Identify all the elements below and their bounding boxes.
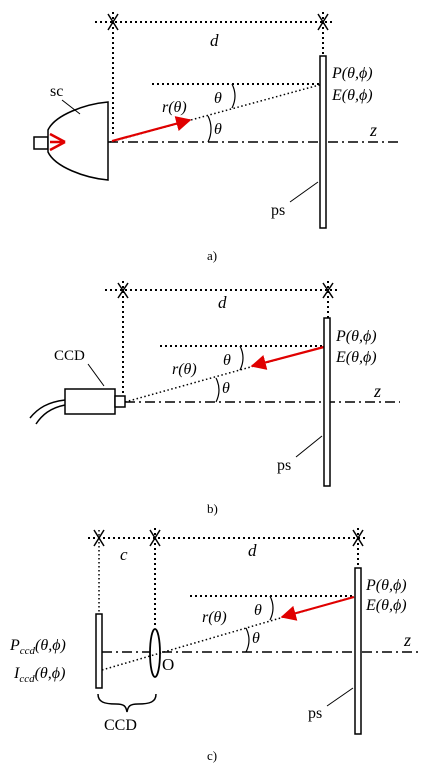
angle-label-bottom: θ [222, 380, 230, 397]
screen-label-ps: ps [277, 457, 291, 474]
cross-mark-left [93, 529, 105, 547]
lens-label-o: O [162, 655, 174, 674]
axis-label-z: z [403, 630, 411, 650]
ray-line [124, 345, 327, 403]
source-label-sc: sc [50, 83, 63, 100]
screen-ps [323, 317, 331, 487]
cross-mark-left [107, 13, 119, 31]
caption-c: c) [207, 748, 217, 763]
field-label: E(θ,ϕ) [331, 87, 373, 104]
ccd-camera-lens [114, 395, 126, 408]
cross-mark-right [322, 282, 334, 299]
panel-b: d z CCD r(θ) θ θ P(θ,ϕ) E(θ,ϕ) ps b) [29, 281, 400, 516]
cross-mark-right [352, 529, 364, 547]
source-lamp [47, 101, 109, 181]
ccd-brace [97, 693, 157, 713]
angle-label-bottom: θ [252, 630, 260, 647]
angle-arc-bottom [245, 627, 250, 653]
ccd-cable-2 [35, 404, 66, 425]
angle-arc-bottom [215, 377, 220, 403]
angle-arc-top [231, 83, 236, 109]
radius-arrow [111, 116, 192, 143]
angle-arc-bottom [207, 115, 212, 143]
field-label: E(θ,ϕ) [335, 349, 377, 366]
screen-leader-line [326, 687, 354, 707]
screen-label-ps: ps [271, 202, 285, 219]
caption-b: b) [207, 501, 218, 516]
cross-mark-right [317, 13, 329, 31]
cross-mark-left [117, 282, 129, 299]
field-label: E(θ,ϕ) [365, 597, 407, 614]
angle-arc-top [239, 345, 244, 371]
axis-label-z: z [369, 120, 377, 140]
source-emission-icon [49, 132, 66, 152]
distance-label-d: d [218, 293, 227, 312]
i-ccd-args: (θ,ϕ) [35, 665, 66, 682]
p-ccd-base: P [9, 637, 20, 654]
angle-label-top: θ [223, 352, 231, 369]
radius-label: r(θ) [172, 361, 197, 378]
i-ccd-base: I [13, 665, 20, 682]
screen-label-ps: ps [308, 705, 322, 722]
ccd-leader-line [87, 363, 105, 387]
screen-leader-line [295, 435, 323, 458]
panel-c: c d z O Pccd(θ,ϕ) Iccd(θ,ϕ) CCD r(θ) θ θ… [9, 528, 420, 763]
point-label: P(θ,ϕ) [365, 577, 407, 594]
radius-label: r(θ) [202, 609, 227, 626]
distance-label-d: d [210, 31, 219, 50]
screen-leader-line [289, 181, 319, 203]
panel-a: d z sc r(θ) θ θ P(θ,ϕ) E(θ,ϕ) ps a) [33, 12, 400, 263]
p-ccd-sub: ccd [20, 645, 36, 657]
lens [149, 628, 161, 678]
p-ccd-label: Pccd(θ,ϕ) [9, 637, 66, 657]
angle-label-top: θ [214, 90, 222, 107]
ccd-label: CCD [104, 717, 137, 734]
cross-mark-middle [149, 529, 161, 547]
angle-label-top: θ [254, 602, 262, 619]
ccd-cable-1 [29, 399, 66, 419]
point-label: P(θ,ϕ) [335, 328, 377, 345]
ccd-camera-body [64, 388, 116, 415]
caption-a: a) [207, 248, 217, 263]
point-label: P(θ,ϕ) [331, 65, 373, 82]
radius-arrow [250, 345, 325, 370]
screen-ps [319, 55, 327, 229]
i-ccd-label: Iccd(θ,ϕ) [13, 665, 65, 685]
distance-label-d: d [248, 541, 257, 560]
axis-label-z: z [373, 381, 381, 401]
ccd-label: CCD [54, 348, 85, 364]
ccd-sensor [95, 613, 103, 689]
screen-ps [354, 567, 362, 735]
i-ccd-sub: ccd [19, 673, 35, 685]
angle-label-bottom: θ [214, 121, 222, 138]
distance-label-c: c [120, 545, 128, 564]
radius-label: r(θ) [162, 99, 187, 116]
source-stem [33, 136, 49, 150]
angle-arc-top [269, 595, 274, 621]
radius-arrow [280, 595, 355, 621]
p-ccd-args: (θ,ϕ) [35, 637, 66, 654]
source-leader-line [61, 99, 81, 115]
